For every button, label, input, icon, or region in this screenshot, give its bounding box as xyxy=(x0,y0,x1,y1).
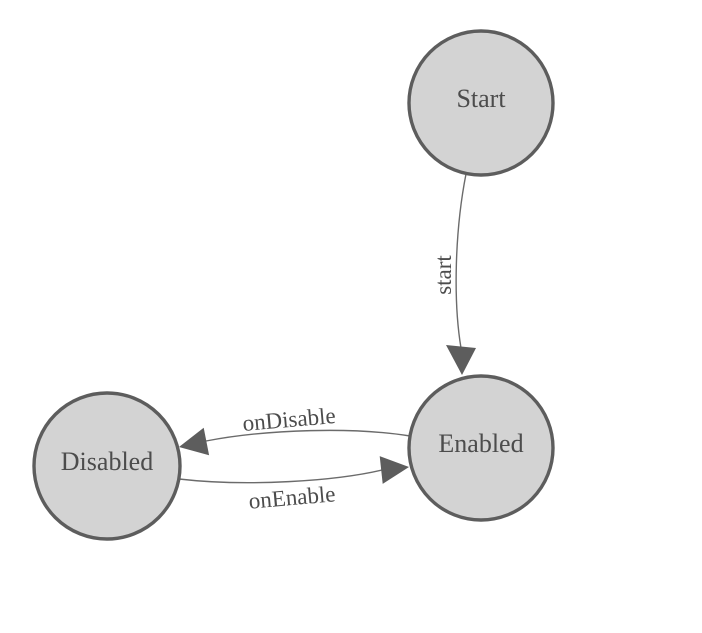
transition-start[interactable]: start xyxy=(431,173,476,375)
state-enabled-circle xyxy=(407,374,555,522)
transition-start-label: start xyxy=(431,255,456,295)
arrowhead-left-icon xyxy=(179,427,210,456)
state-node-enabled[interactable]: Enabled xyxy=(407,374,555,522)
arrowhead-down-icon xyxy=(446,345,476,375)
transition-ondisable[interactable]: onDisable xyxy=(179,403,411,456)
state-start-circle xyxy=(407,29,555,177)
arrowhead-right-icon xyxy=(379,456,409,484)
transition-ondisable-line xyxy=(205,429,411,442)
state-disabled-label: Disabled xyxy=(61,447,153,476)
state-disabled-circle xyxy=(32,391,182,541)
state-node-start[interactable]: Start xyxy=(407,29,555,177)
state-enabled-label: Enabled xyxy=(438,429,523,458)
transition-onenable[interactable]: onEnable xyxy=(178,456,409,514)
transition-start-line xyxy=(455,173,467,349)
transition-onenable-label: onEnable xyxy=(248,481,337,513)
state-start-label: Start xyxy=(456,84,506,113)
transition-onenable-line xyxy=(178,469,383,484)
state-node-disabled[interactable]: Disabled xyxy=(32,391,182,541)
